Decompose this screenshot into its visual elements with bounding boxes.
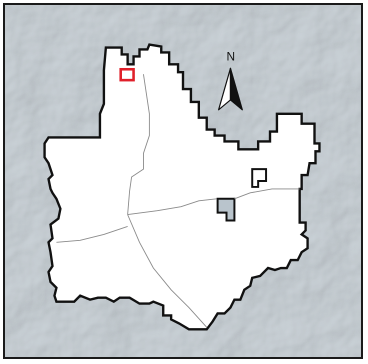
district-lines xyxy=(56,74,300,328)
district-line-south xyxy=(127,214,208,328)
district-line-center xyxy=(127,198,217,216)
map-canvas[interactable]: N xyxy=(5,5,361,357)
city-enclave-small xyxy=(251,168,268,188)
city-boundary[interactable] xyxy=(43,43,321,331)
district-line-east xyxy=(234,188,300,200)
district-line-west xyxy=(56,226,128,243)
north-label: N xyxy=(227,49,236,63)
location-marker-icon[interactable] xyxy=(119,67,135,82)
map-frame: N xyxy=(3,3,363,359)
north-arrow-icon: N xyxy=(218,49,243,111)
district-line-north xyxy=(127,74,150,215)
